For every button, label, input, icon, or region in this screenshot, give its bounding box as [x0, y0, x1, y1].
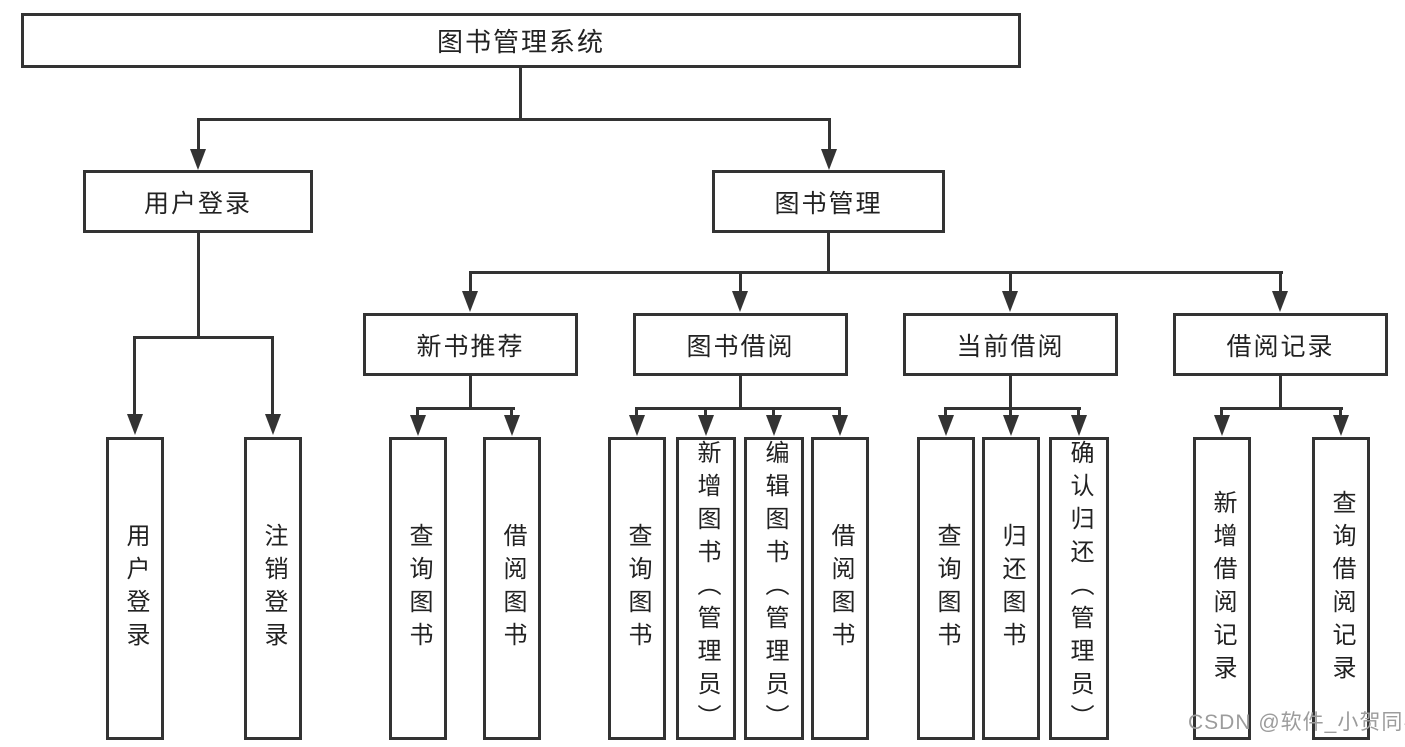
- leaf-logout: 注销登录: [244, 437, 302, 740]
- arrowhead-to-new-book-recommend: [462, 291, 478, 312]
- connector-borrow-stem: [739, 375, 742, 410]
- connector-records-splitter: [1220, 407, 1343, 410]
- connector-current-leaf1-stem: [944, 407, 947, 417]
- arrowhead-to-book-borrow: [732, 291, 748, 312]
- node-user-login-label: 用户登录: [143, 189, 252, 218]
- connector-borrow-leaf1-stem: [635, 407, 638, 417]
- leaf-borrow-query-books-label: 查询图书: [624, 522, 651, 655]
- connector-borrow-leaf3-stem: [772, 407, 775, 417]
- node-system-root: 图书管理系统: [21, 13, 1021, 68]
- leaf-borrow-add-books-admin-label: 新增图书（管理员）: [693, 440, 720, 737]
- leaf-current-query-books: 查询图书: [917, 437, 975, 740]
- connector-records-stem: [1279, 375, 1282, 410]
- connector-recommend-splitter: [416, 407, 515, 410]
- csdn-watermark: CSDN @软件_小贺同学: [1188, 711, 1405, 734]
- connector-level2-left-stem: [197, 118, 200, 151]
- arrowhead-recommend-leaf2: [504, 415, 520, 436]
- arrowhead-borrow-leaf2: [698, 415, 714, 436]
- arrowhead-current-leaf1: [938, 415, 954, 436]
- connector-login-leaf1-stem: [133, 336, 136, 416]
- connector-recommend-leaf1-stem: [416, 407, 419, 417]
- leaf-borrow-edit-books-admin-label: 编辑图书（管理员）: [761, 440, 788, 737]
- arrowhead-current-leaf3: [1071, 415, 1087, 436]
- connector-current-stem: [1009, 375, 1012, 410]
- leaf-records-add-record-label: 新增借阅记录: [1209, 489, 1236, 688]
- leaf-borrow-borrow-books: 借阅图书: [811, 437, 869, 740]
- connector-level3-stem-1: [469, 271, 472, 293]
- leaf-logout-label: 注销登录: [260, 522, 287, 655]
- leaf-records-query-record: 查询借阅记录: [1312, 437, 1370, 740]
- connector-level3-stem-2: [739, 271, 742, 293]
- connector-login-splitter: [133, 336, 274, 339]
- leaf-recommend-borrow-books-label: 借阅图书: [499, 522, 526, 655]
- connector-recommend-stem: [469, 375, 472, 410]
- connector-level3-stem-4: [1279, 271, 1282, 293]
- leaf-borrow-borrow-books-label: 借阅图书: [827, 522, 854, 655]
- arrowhead-to-leaf-logout: [265, 414, 281, 435]
- arrowhead-records-leaf2: [1333, 415, 1349, 436]
- leaf-records-query-record-label: 查询借阅记录: [1328, 489, 1355, 688]
- connector-recommend-leaf2-stem: [510, 407, 513, 417]
- leaf-current-query-books-label: 查询图书: [933, 522, 960, 655]
- connector-current-leaf3-stem: [1077, 407, 1080, 417]
- node-borrow-records: 借阅记录: [1173, 313, 1388, 376]
- arrowhead-borrow-leaf1: [629, 415, 645, 436]
- connector-books-stem: [827, 232, 830, 274]
- leaf-borrow-add-books-admin: 新增图书（管理员）: [676, 437, 736, 740]
- leaf-current-return-books: 归还图书: [982, 437, 1040, 740]
- node-borrow-records-label: 借阅记录: [1226, 332, 1335, 361]
- node-book-borrow: 图书借阅: [633, 313, 848, 376]
- node-book-management-label: 图书管理: [774, 189, 883, 218]
- node-current-borrow: 当前借阅: [903, 313, 1118, 376]
- leaf-recommend-borrow-books: 借阅图书: [483, 437, 541, 740]
- connector-records-leaf2-stem: [1339, 407, 1342, 417]
- connector-records-leaf1-stem: [1220, 407, 1223, 417]
- connector-level2-splitter: [197, 118, 831, 121]
- arrowhead-to-user-login: [190, 149, 206, 170]
- node-new-book-recommend-label: 新书推荐: [416, 332, 525, 361]
- connector-level2-right-stem: [828, 118, 831, 151]
- arrowhead-recommend-leaf1: [410, 415, 426, 436]
- arrowhead-records-leaf1: [1214, 415, 1230, 436]
- leaf-user-login-label: 用户登录: [122, 522, 149, 655]
- leaf-current-confirm-return-admin: 确认归还（管理员）: [1049, 437, 1109, 740]
- node-book-management: 图书管理: [712, 170, 945, 233]
- arrowhead-borrow-leaf4: [832, 415, 848, 436]
- connector-level3-stem-3: [1009, 271, 1012, 293]
- arrowhead-current-leaf2: [1003, 415, 1019, 436]
- node-new-book-recommend: 新书推荐: [363, 313, 578, 376]
- node-system-root-label: 图书管理系统: [436, 27, 605, 57]
- arrowhead-borrow-leaf3: [766, 415, 782, 436]
- connector-borrow-leaf2-stem: [704, 407, 707, 417]
- leaf-recommend-query-books-label: 查询图书: [405, 522, 432, 655]
- leaf-records-add-record: 新增借阅记录: [1193, 437, 1251, 740]
- arrowhead-to-book-management: [821, 149, 837, 170]
- connector-root-stem: [519, 68, 522, 121]
- connector-login-stem: [197, 232, 200, 339]
- node-book-borrow-label: 图书借阅: [686, 332, 795, 361]
- connector-level3-splitter: [469, 271, 1283, 274]
- leaf-recommend-query-books: 查询图书: [389, 437, 447, 740]
- connector-login-leaf2-stem: [271, 336, 274, 416]
- arrowhead-to-current-borrow: [1002, 291, 1018, 312]
- connector-borrow-leaf4-stem: [838, 407, 841, 417]
- leaf-user-login: 用户登录: [106, 437, 164, 740]
- connector-current-splitter: [944, 407, 1081, 410]
- leaf-borrow-query-books: 查询图书: [608, 437, 666, 740]
- node-user-login: 用户登录: [83, 170, 313, 233]
- node-current-borrow-label: 当前借阅: [956, 332, 1065, 361]
- arrowhead-to-leaf-user-login: [127, 414, 143, 435]
- leaf-borrow-edit-books-admin: 编辑图书（管理员）: [744, 437, 804, 740]
- connector-current-leaf2-stem: [1009, 407, 1012, 417]
- connector-borrow-splitter: [635, 407, 841, 410]
- arrowhead-to-borrow-records: [1272, 291, 1288, 312]
- leaf-current-return-books-label: 归还图书: [998, 522, 1025, 655]
- leaf-current-confirm-return-admin-label: 确认归还（管理员）: [1066, 440, 1093, 737]
